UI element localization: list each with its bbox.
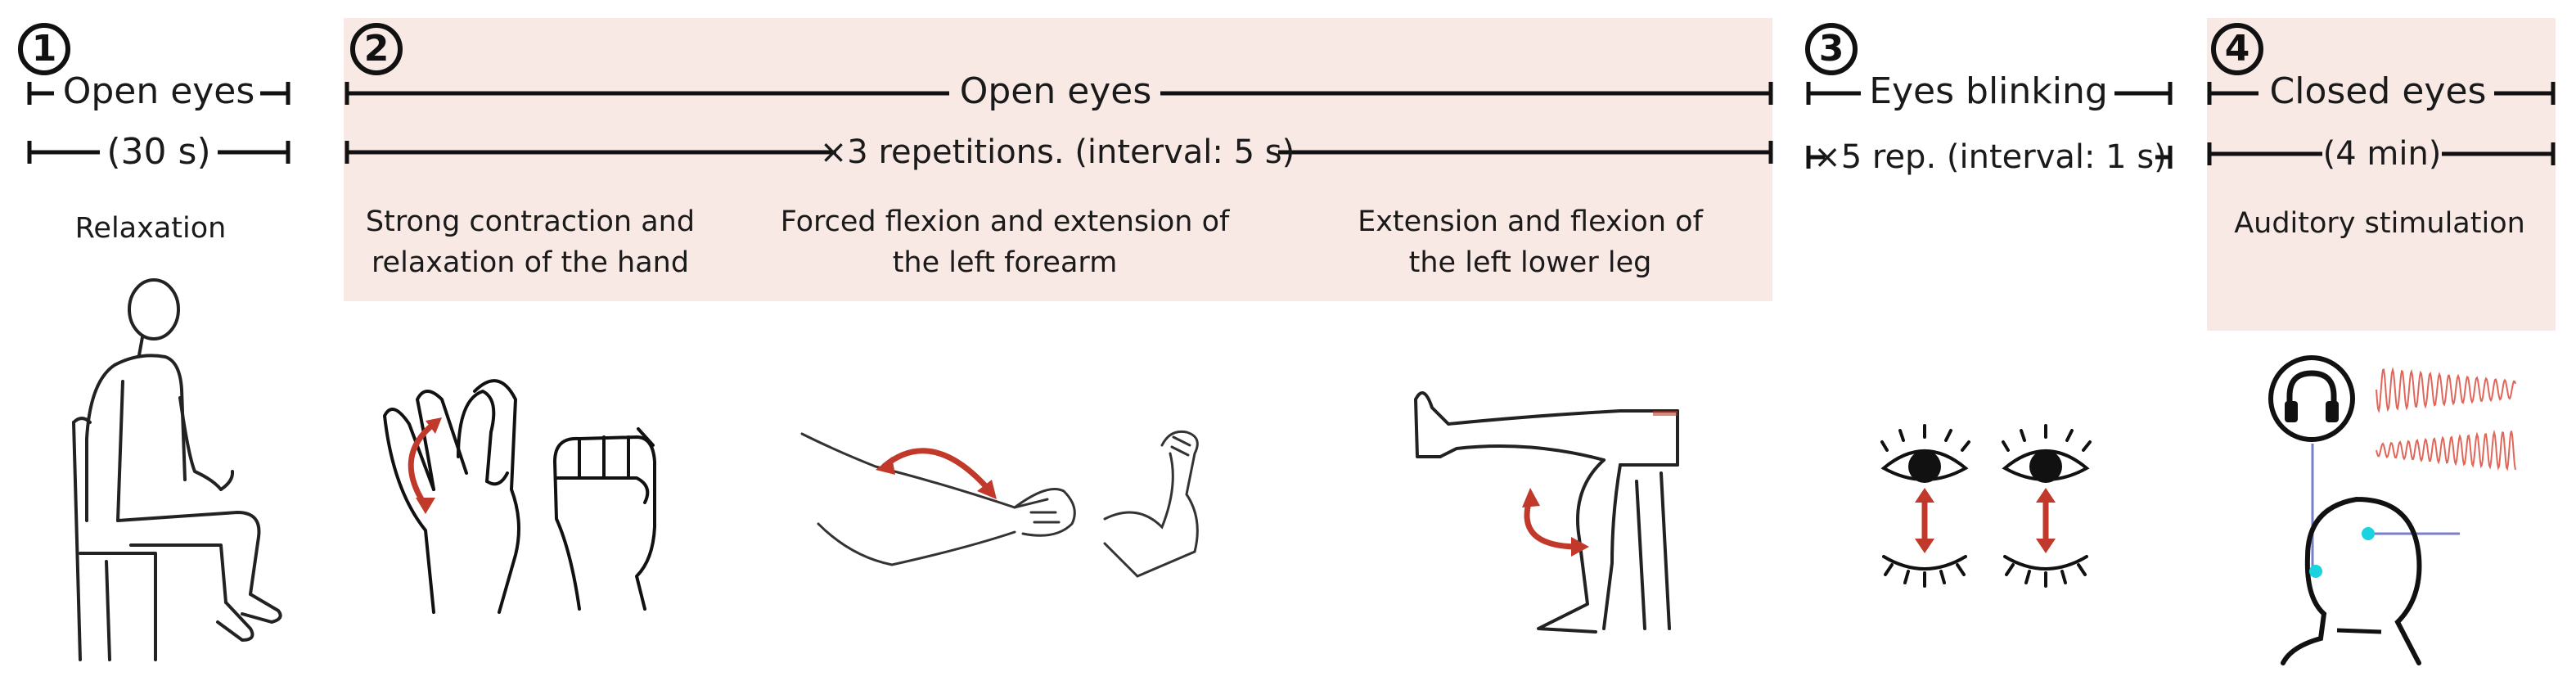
step1-task-relaxation: Relaxation [74, 212, 227, 245]
head-electrodes-icon [2281, 444, 2460, 665]
leg-extension-icon [1414, 391, 1679, 634]
eye-closed-icon [1882, 555, 2088, 588]
step2-shade [344, 18, 1772, 301]
step2-task-hand: Strong contraction and relaxation of the… [365, 205, 696, 279]
step1-number: 1 [18, 23, 70, 75]
blink-arrows [1915, 488, 2056, 553]
step4-number: 4 [2211, 23, 2263, 75]
step2-task-forearm: Forced flexion and extension of the left… [780, 205, 1230, 279]
sound-wave-icon [2376, 367, 2516, 471]
step1-timing: (30 s) [106, 131, 211, 173]
step4-timing: (4 min) [2322, 135, 2442, 173]
step4-task-auditory: Auditory stimulation [2234, 207, 2525, 240]
forearm-arrow [881, 448, 993, 494]
fist-icon [553, 427, 656, 611]
step1-condition: Open eyes [62, 70, 255, 112]
seated-person-icon [72, 278, 282, 661]
hand-arrow [408, 422, 436, 507]
leg-arrow [1524, 496, 1580, 550]
step4-condition: Closed eyes [2269, 70, 2487, 112]
step2-condition: Open eyes [959, 70, 1152, 112]
flexed-arm-icon [1103, 430, 1199, 578]
step3-timing: ×5 rep. (interval: 1 s) [1813, 138, 2167, 176]
headphones-icon [2268, 355, 2355, 442]
step2-number: 2 [350, 23, 403, 75]
step4-shade [2207, 18, 2556, 331]
forearm-icon [800, 432, 1076, 566]
step3-condition: Eyes blinking [1869, 70, 2108, 112]
eye-open-icon [1880, 424, 2092, 483]
step3-number: 3 [1805, 23, 1858, 75]
step2-timing: ×3 repetitions. (interval: 5 s) [819, 133, 1295, 171]
step2-task-leg: Extension and flexion of the left lower … [1358, 205, 1703, 279]
hand-open-icon [383, 379, 520, 614]
